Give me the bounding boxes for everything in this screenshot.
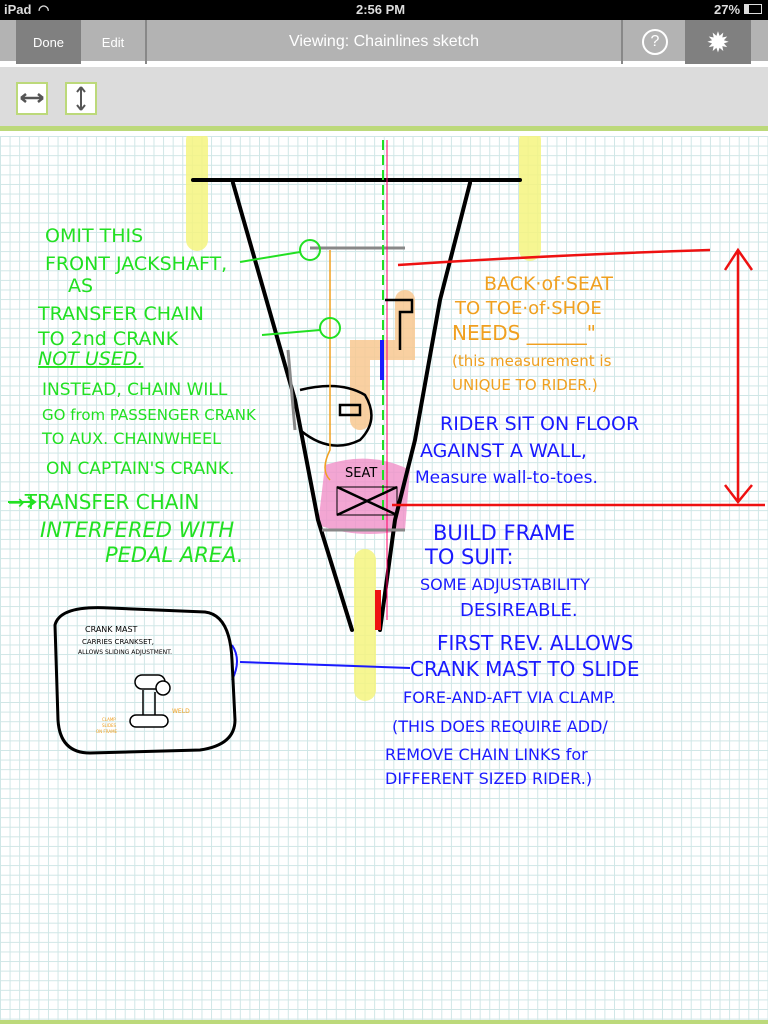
sketch-canvas[interactable]: OMIT THIS FRONT JACKSHAFT, AS TRANSFER C… [0, 129, 768, 1024]
horizontal-tool-button[interactable] [16, 82, 48, 115]
vertical-arrow-icon [76, 86, 86, 111]
done-button[interactable]: Done [16, 20, 81, 64]
navigation-bar: Done Edit Viewing: Chainlines sketch ? ✹ [0, 20, 768, 64]
note-line: TRANSFER CHAIN [37, 303, 204, 325]
seat-label: SEAT [345, 466, 377, 481]
note-line: RIDER SIT ON FLOOR [440, 413, 639, 435]
settings-button[interactable]: ✹ [685, 20, 751, 64]
note-line: DESIREABLE. [460, 600, 578, 621]
clamp-label: SLIDES [102, 723, 117, 728]
edit-button[interactable]: Edit [101, 34, 125, 50]
note-line: ON CAPTAIN'S CRANK. [46, 459, 234, 479]
note-line: INSTEAD, CHAIN WILL [42, 380, 228, 400]
note-line: TO 2nd CRANK [37, 328, 179, 350]
crank-mast-drawing [129, 674, 171, 728]
vertical-tool-button[interactable] [65, 82, 97, 115]
green-pointers [8, 239, 341, 508]
orange-line [324, 250, 331, 481]
battery-icon [744, 4, 762, 14]
note-line: UNIQUE TO RIDER.) [452, 376, 598, 394]
note-line: INTERFERED WITH [40, 518, 234, 542]
note-line: TO SUIT: [424, 545, 514, 569]
note-line: (this measurement is [452, 352, 612, 370]
weld-label: WELD [172, 708, 190, 715]
red-dimension [392, 247, 765, 507]
yellow-highlights [186, 129, 541, 701]
device-name: iPad [4, 2, 32, 17]
question-circle-icon: ? [642, 29, 668, 55]
wifi-icon: ◠ [38, 2, 50, 17]
note-line: SOME ADJUSTABILITY [420, 575, 590, 594]
crank-mast-inset: CRANK MAST CARRIES CRANKSET, ALLOWS SLID… [53, 606, 237, 755]
clamp-label: ON FRAME [96, 729, 118, 734]
note-line: →TRANSFER CHAIN [8, 490, 199, 514]
note-line: FIRST REV. ALLOWS [437, 631, 633, 655]
horizontal-arrow-icon [20, 93, 44, 103]
note-line: BACK·of·SEAT [484, 273, 613, 295]
page-title: Viewing: Chainlines sketch [145, 20, 623, 64]
black-sketch [299, 298, 414, 517]
note-line: AGAINST A WALL, [420, 440, 587, 462]
note-line: Measure wall-to-toes. [415, 468, 598, 488]
battery-percent: 27% [714, 2, 741, 17]
note-line: CRANK MAST TO SLIDE [410, 657, 639, 681]
note-line: (THIS DOES REQUIRE ADD/ [392, 717, 608, 736]
clamp-label: CLAMP [102, 717, 116, 722]
note-line: FRONT JACKSHAFT, [45, 253, 227, 275]
note-line: NOT USED. [38, 348, 143, 370]
note-line: OMIT THIS [45, 225, 143, 247]
bottom-border [0, 1020, 768, 1024]
green-notes: OMIT THIS FRONT JACKSHAFT, AS TRANSFER C… [8, 225, 257, 567]
note-line: DIFFERENT SIZED RIDER.) [385, 769, 592, 788]
inset-line: ALLOWS SLIDING ADJUSTMENT. [78, 649, 172, 656]
help-button[interactable]: ? [625, 20, 685, 64]
blue-pointer [231, 644, 411, 681]
inset-line: CRANK MAST [85, 625, 138, 634]
toolbar [0, 67, 768, 131]
note-line: TO TOE·of·SHOE [454, 298, 602, 319]
inset-line: CARRIES CRANKSET, [82, 638, 154, 646]
note-line: GO from PASSENGER CRANK [42, 406, 257, 424]
gear-icon: ✹ [706, 26, 730, 58]
status-bar: iPad ◠ 2:56 PM 27% [0, 0, 768, 20]
blue-notes: RIDER SIT ON FLOOR AGAINST A WALL, Measu… [385, 413, 639, 788]
note-line: REMOVE CHAIN LINKS for [385, 745, 588, 764]
orange-notes: BACK·of·SEAT TO TOE·of·SHOE NEEDS ______… [452, 273, 613, 394]
note-line: BUILD FRAME [433, 521, 575, 545]
clock: 2:56 PM [356, 2, 406, 17]
note-line: AS [68, 275, 93, 297]
note-line: NEEDS ______" [452, 321, 596, 345]
sketch-drawing: OMIT THIS FRONT JACKSHAFT, AS TRANSFER C… [8, 129, 765, 788]
gray-lines [286, 246, 405, 532]
note-line: FORE-AND-AFT VIA CLAMP. [403, 688, 616, 707]
note-line: TO AUX. CHAINWHEEL [41, 429, 221, 448]
note-line: PEDAL AREA. [105, 543, 244, 567]
